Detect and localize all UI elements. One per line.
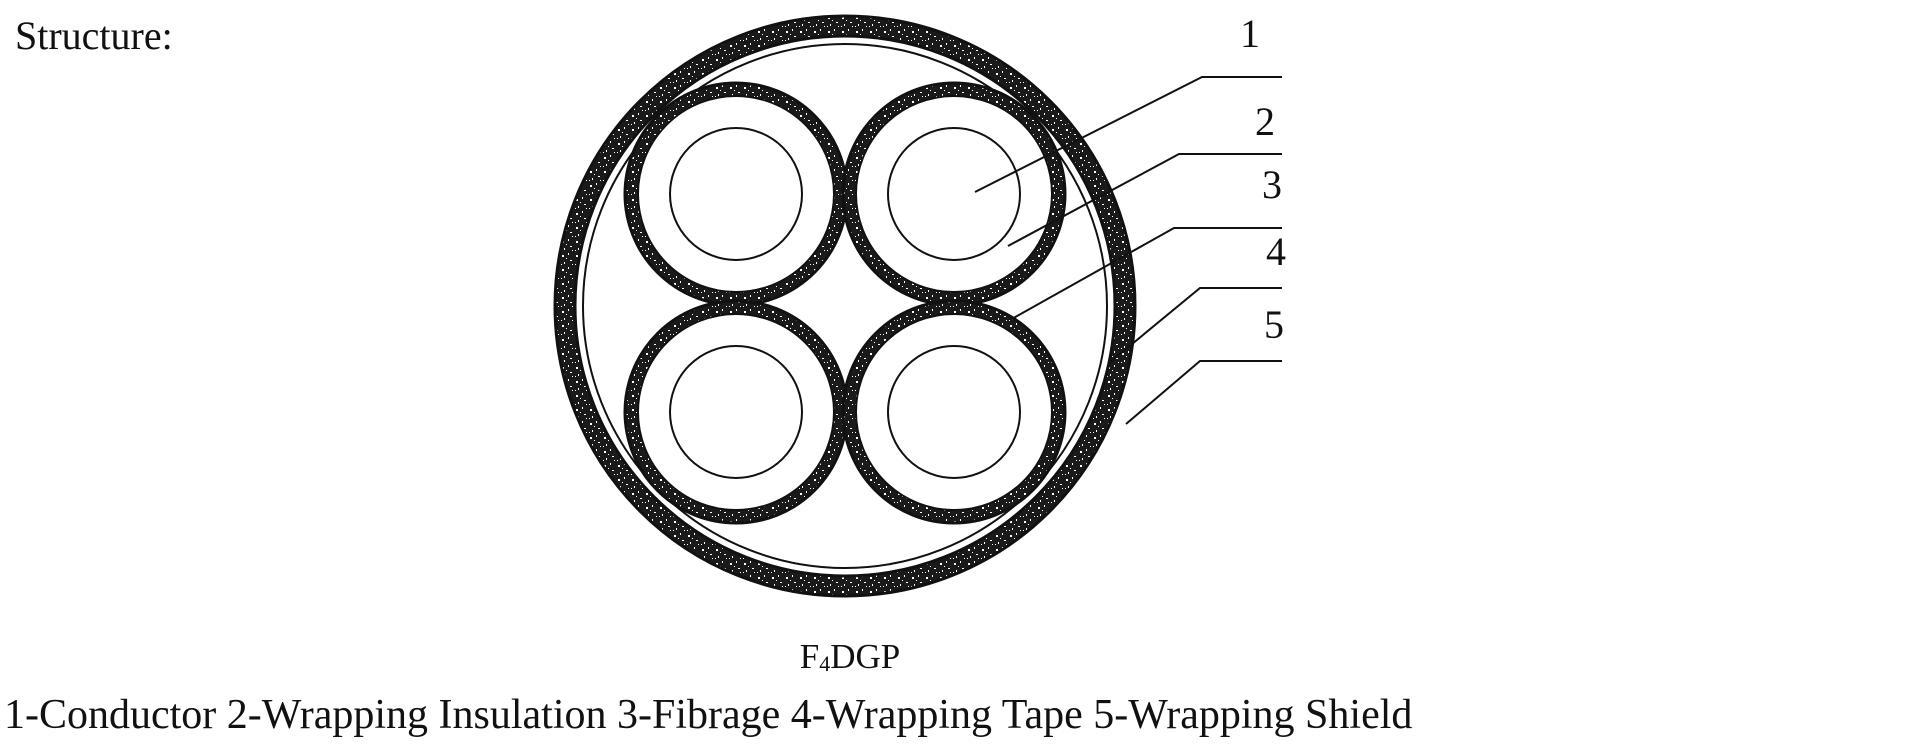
leader-line-4: [1108, 287, 1282, 364]
core-bottom-left: [623, 299, 849, 525]
leader-line-2: [1007, 153, 1282, 247]
leader-line-3: [1009, 227, 1282, 321]
callout-5: 5: [1264, 302, 1284, 347]
outer-sheath: [553, 14, 1137, 598]
structure-heading: Structure:: [15, 13, 173, 58]
callout-4: 4: [1266, 229, 1286, 274]
model-prefix: F: [799, 637, 820, 676]
core-top-right: [841, 81, 1067, 307]
leader-line-1: [974, 76, 1282, 193]
structure-legend: 1-Conductor 2-Wrapping Insulation 3-Fibr…: [4, 692, 1413, 738]
leader-lines: [974, 76, 1282, 425]
leader-line-5: [1125, 360, 1282, 425]
model-label: F4DGP: [790, 633, 910, 688]
callout-1: 1: [1240, 11, 1260, 56]
core-top-left: [623, 81, 849, 307]
core-bottom-right: [841, 299, 1067, 525]
callout-3: 3: [1262, 162, 1282, 207]
model-suffix: DGP: [830, 637, 901, 676]
callout-2: 2: [1255, 99, 1275, 144]
model-subscript: 4: [819, 651, 831, 676]
